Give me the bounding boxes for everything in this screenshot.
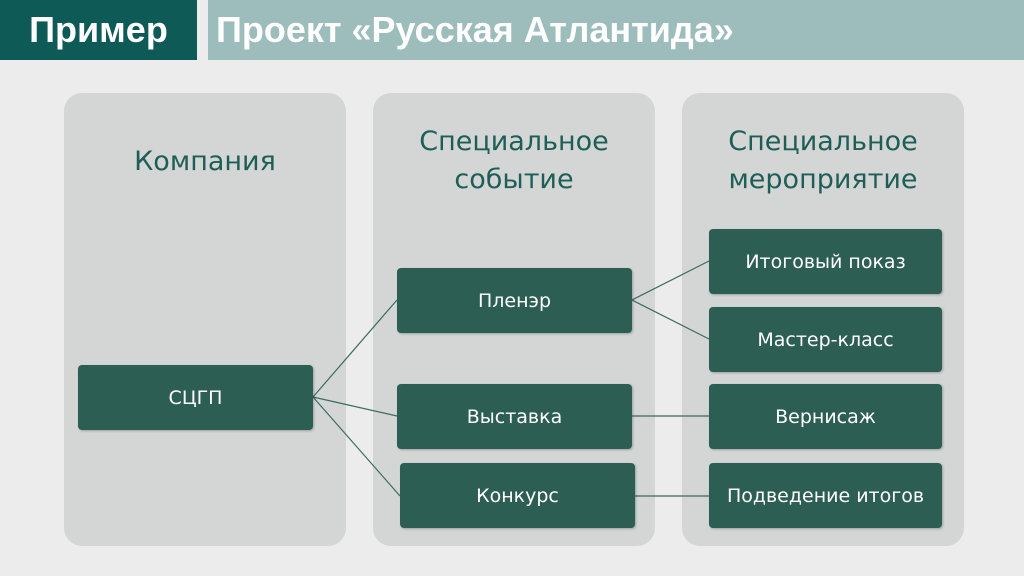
column-title-line: Специальное bbox=[419, 126, 609, 157]
node-plein-air: Пленэр bbox=[397, 268, 632, 333]
node-final-show: Итоговый показ bbox=[709, 229, 942, 294]
column-title-line: событие bbox=[454, 164, 574, 195]
link-company-plein-air bbox=[312, 299, 398, 398]
slide-title: Проект «Русская Атлантида» bbox=[208, 0, 1024, 60]
node-master-class: Мастер-класс bbox=[709, 307, 942, 372]
column-title-line: Специальное bbox=[728, 126, 918, 157]
link-plein-air-master-class bbox=[631, 299, 710, 340]
column-title-special-event: Специальное событие bbox=[373, 123, 655, 199]
node-results: Подведение итогов bbox=[709, 463, 942, 528]
node-vernissage: Вернисаж bbox=[709, 384, 942, 449]
link-company-exhibition bbox=[312, 396, 398, 417]
slide-title-text: Проект «Русская Атлантида» bbox=[216, 9, 734, 50]
link-plein-air-final-show bbox=[631, 260, 710, 301]
node-contest: Конкурс bbox=[400, 463, 635, 528]
column-title-line: мероприятие bbox=[728, 164, 918, 195]
column-title-company: Компания bbox=[134, 146, 276, 177]
node-company: СЦГП bbox=[78, 365, 313, 430]
example-tag: Пример bbox=[0, 0, 197, 60]
column-title-special-activity: Специальное мероприятие bbox=[682, 123, 964, 199]
node-exhibition: Выставка bbox=[397, 384, 632, 449]
link-company-contest bbox=[312, 396, 401, 497]
column-company: Компания bbox=[64, 93, 346, 546]
